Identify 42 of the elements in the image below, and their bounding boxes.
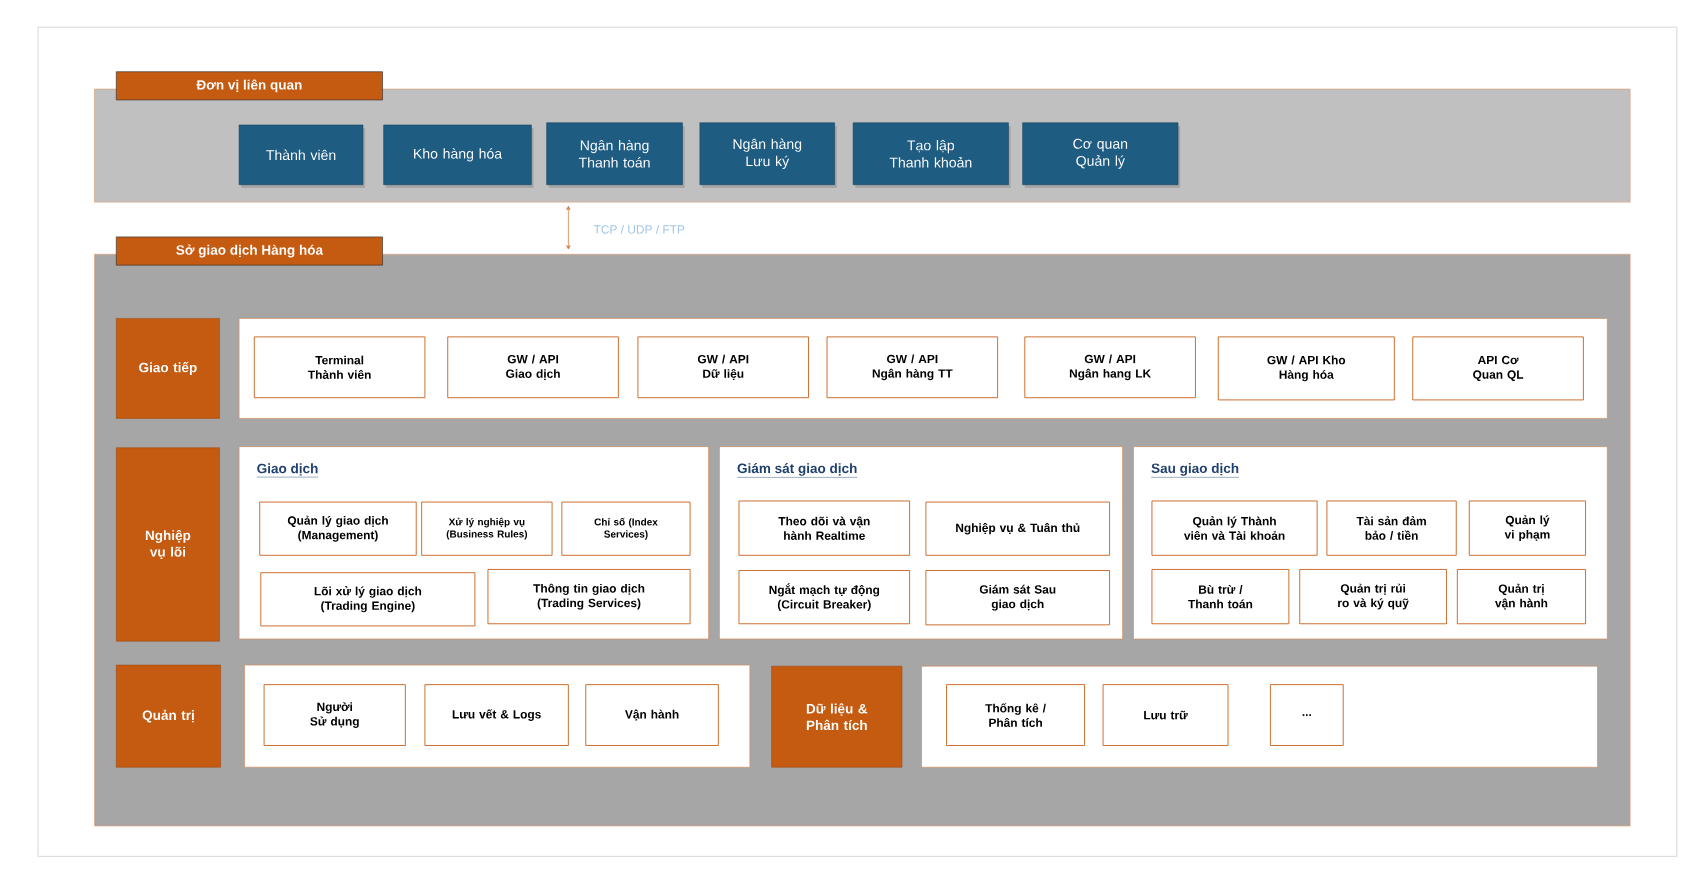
component-box: Bù trừ / Thanh toán [1151,569,1290,625]
component-box: Thông tin giao dịch (Trading Services) [487,569,691,625]
component-box: Theo dõi và vận hành Realtime [738,500,911,556]
category-box: Dữ liệu & Phân tích [771,666,903,768]
entity-button: Cơ quan Quản lý [1022,122,1181,189]
category-box: Quản trị [116,665,221,768]
connector-arrow [566,206,571,250]
component-box: Quản lý Thành viên và Tài khoản [1151,500,1318,556]
component-box: GW / API Ngân hang LK [1024,336,1196,399]
component-box: Nghiệp vụ & Tuân thủ [925,501,1110,556]
component-box: ... [1269,684,1344,747]
component-box: Giám sát Sau giao dịch [925,570,1110,626]
component-box: GW / API Giao dịch [447,336,619,399]
component-box: Terminal Thành viên [253,336,426,399]
entity-button: Tạo lập Thanh khoản [852,122,1011,189]
entity-button: Thành viên [238,124,366,189]
component-box: Lưu trữ [1102,684,1229,747]
component-box: Quản trị rủi ro và ký quỹ [1299,569,1447,625]
category-box: Nghiệp vụ lõi [116,447,220,642]
component-box: Lưu vết & Logs [424,684,569,747]
component-box: GW / API Dữ liệu [637,336,809,399]
component-box: Tài sản đảm bảo / tiền [1326,500,1457,556]
section-tab: Đơn vị liên quan [115,71,383,101]
component-box: Quản lý giao dịch (Management) [259,501,417,556]
component-box: GW / API Kho Hàng hóa [1217,336,1395,401]
component-box: Thống kê / Phân tích [946,684,1085,747]
entity-button: Ngân hàng Thanh toán [546,122,685,189]
section-tab: Sở giao dịch Hàng hóa [115,236,383,266]
component-box: API Cơ Quan QL [1412,336,1584,401]
entity-button: Kho hàng hóa [383,124,534,189]
edge-label: TCP / UDP / FTP [593,225,685,234]
entity-button: Ngân hàng Lưu ký [699,122,837,189]
component-box: Lõi xử lý giao dịch (Trading Engine) [260,572,476,627]
component-box: Chỉ số (Index Services) [561,501,691,556]
category-box: Giao tiếp [116,318,220,419]
component-box: Vận hành [585,684,719,747]
component-box: Người Sử dụng [263,684,406,747]
component-box: Ngắt mạch tự động (Circuit Breaker) [738,570,911,625]
component-box: Xử lý nghiệp vụ (Business Rules) [421,501,553,556]
component-box: Quản trị vận hành [1456,569,1586,625]
component-box: GW / API Ngân hàng TT [826,336,999,399]
component-box: Quản lý vi phạm [1468,500,1586,556]
